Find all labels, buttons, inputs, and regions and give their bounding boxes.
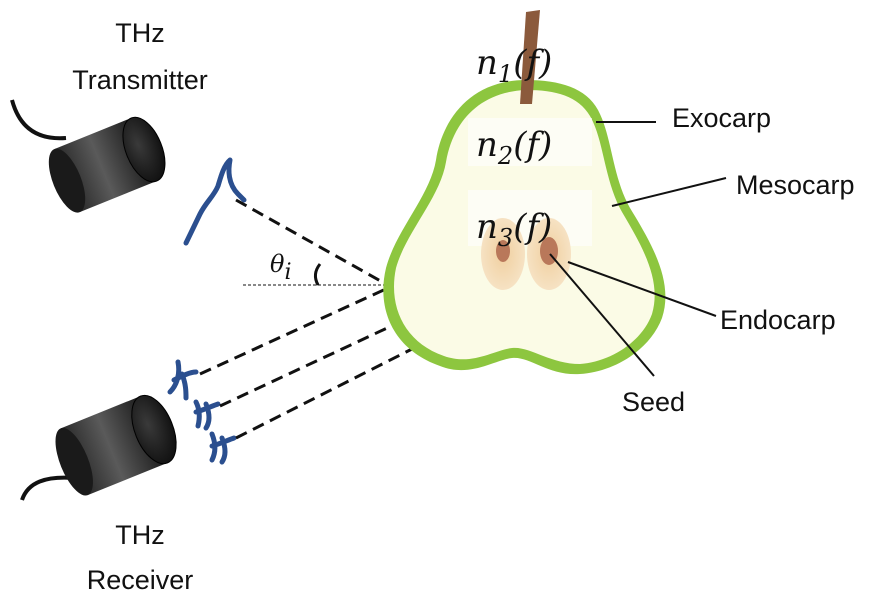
pear-stem — [520, 10, 540, 104]
incident-angle-label: θi — [270, 250, 292, 285]
callout-lines — [549, 121, 727, 377]
receiver-cable — [20, 475, 75, 501]
reflected-beams — [199, 286, 415, 440]
mesocarp-label: Mesocarp — [736, 170, 855, 200]
reflected-beam-1 — [199, 286, 389, 376]
receiver — [20, 394, 177, 501]
reflected-pulse-1 — [167, 359, 199, 401]
layer-band-2 — [468, 118, 592, 166]
receiver-face — [131, 394, 177, 465]
seed-leader — [549, 253, 655, 377]
receiver-label-line1: THz — [115, 520, 165, 550]
transmitter-label-line2: Transmitter — [72, 65, 208, 95]
mesocarp-leader — [611, 177, 727, 207]
reflected-pulse-3 — [209, 431, 237, 465]
refractive-index-2: n2(f) — [476, 125, 552, 170]
endocarp-leader — [567, 261, 717, 317]
reflected-pulse-2 — [193, 399, 221, 431]
reflected-pulses — [167, 359, 237, 465]
exocarp-label: Exocarp — [672, 103, 771, 133]
receiver-label-line2: Receiver — [87, 565, 194, 595]
transmitter — [10, 99, 166, 213]
pear — [383, 10, 666, 375]
transmitter-cable — [10, 99, 67, 141]
seed-left — [496, 240, 510, 262]
refractive-index-3: n3(f) — [476, 207, 552, 252]
seed-label: Seed — [622, 387, 685, 417]
refractive-index-1: n1(f) — [476, 43, 552, 88]
incident-angle-arc — [313, 263, 322, 286]
incident-pulse — [183, 157, 247, 246]
transmitter-face — [122, 116, 166, 183]
reflected-beam-3 — [235, 346, 415, 440]
transmitter-label-line1: THz — [115, 18, 165, 48]
incident-beam — [235, 198, 387, 286]
endocarp-label: Endocarp — [720, 305, 836, 335]
reflected-beam-2 — [219, 320, 401, 408]
